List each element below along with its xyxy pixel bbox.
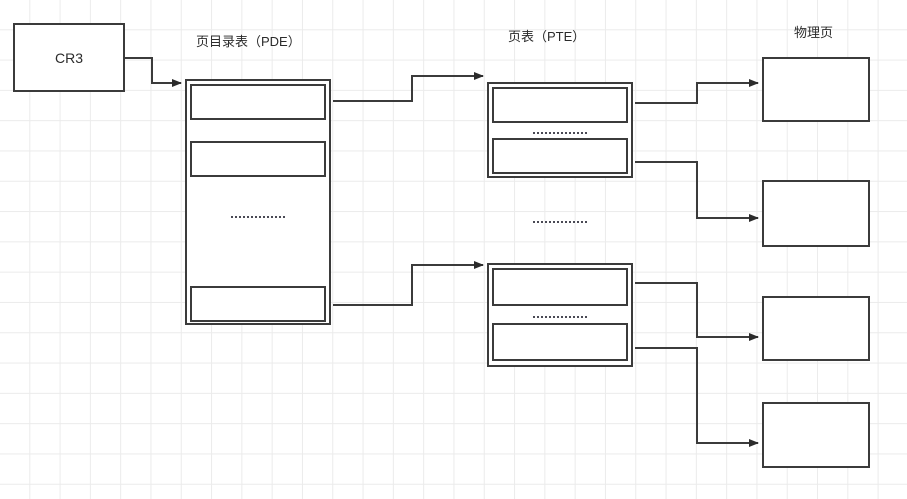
pde-table-caption: 页目录表（PDE） [196, 34, 301, 49]
pde-entry-2[interactable] [190, 141, 326, 177]
physical-page-caption: 物理页 [794, 25, 834, 40]
cr3-register-box: CR3 [13, 23, 125, 92]
page-table-2[interactable] [487, 263, 633, 367]
pte2-entry-1[interactable] [492, 268, 628, 306]
pte1-entry-1[interactable] [492, 87, 628, 123]
page-directory-table[interactable] [185, 79, 331, 325]
connector-pte2-entry1-to-page3 [635, 282, 759, 341]
pde-entry-3[interactable] [190, 286, 326, 322]
pte1-ellipsis [489, 128, 631, 138]
connector-pde-entry3-to-pte2 [333, 261, 484, 306]
pte2-ellipsis [489, 312, 631, 322]
pte-table-caption: 页表（PTE） [508, 29, 586, 44]
physical-page-1[interactable] [762, 57, 870, 122]
physical-page-2[interactable] [762, 180, 870, 247]
connector-pte2-entry2-to-page4 [635, 347, 759, 447]
pte1-entry-2[interactable] [492, 138, 628, 174]
connector-pde-entry1-to-pte1 [333, 72, 484, 102]
page-table-1[interactable] [487, 82, 633, 178]
pte2-entry-2[interactable] [492, 323, 628, 361]
physical-page-3[interactable] [762, 296, 870, 361]
connector-pte1-entry1-to-page1 [635, 79, 759, 104]
pde-ellipsis [187, 212, 329, 222]
page-table-gap-ellipsis [518, 217, 602, 227]
pde-entry-1[interactable] [190, 84, 326, 120]
connector-cr3-to-pde [125, 57, 182, 87]
connector-pte1-entry2-to-page2 [635, 161, 759, 222]
cr3-label: CR3 [54, 49, 83, 66]
physical-page-4[interactable] [762, 402, 870, 468]
